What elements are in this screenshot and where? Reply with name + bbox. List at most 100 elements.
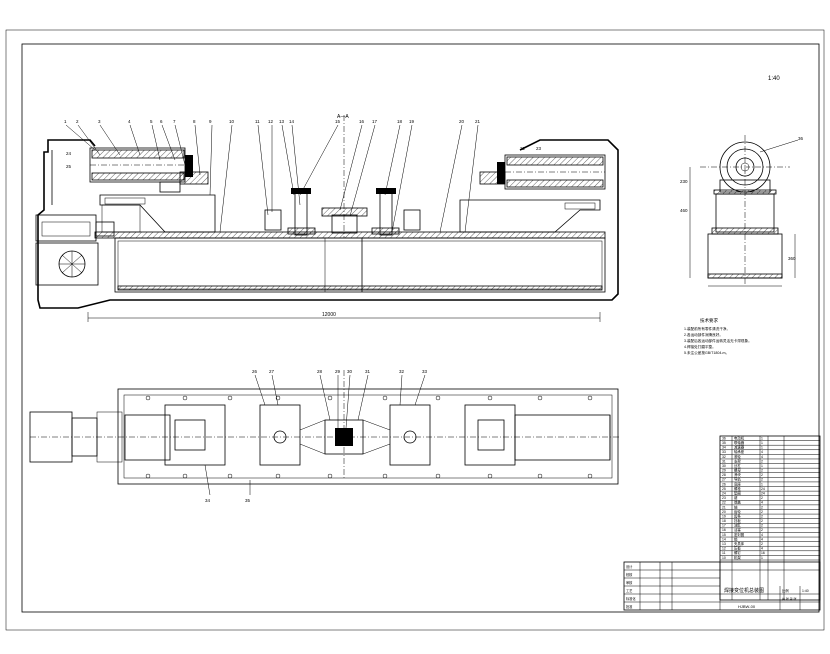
parts-cell: 轴承座 (734, 449, 745, 454)
parts-cell: 19 (722, 514, 726, 518)
svg-text:批准: 批准 (626, 604, 633, 609)
svg-text:34: 34 (205, 498, 211, 503)
svg-text:29: 29 (335, 369, 341, 374)
parts-cell: 28 (722, 473, 726, 477)
parts-cell: 2 (761, 469, 763, 473)
title-block: 焊接变位机总装图 HJBW-00 比例 1:40 共 张 第 张 设计 校核 审… (623, 561, 821, 611)
parts-cell: 活塞 (734, 527, 741, 532)
parts-cell: 机架 (734, 555, 741, 560)
parts-cell: 密封圈 (734, 532, 745, 537)
parts-cell: 轴 (734, 504, 738, 509)
svg-text:28: 28 (317, 369, 323, 374)
centre-positioner (264, 115, 421, 238)
parts-cell: 30 (722, 464, 726, 468)
parts-cell: 1 (761, 482, 763, 486)
svg-text:15: 15 (335, 119, 341, 124)
parts-cell: 17 (722, 524, 726, 528)
base-frame (114, 237, 606, 293)
parts-cell: 丝杠 (734, 463, 741, 468)
svg-text:35: 35 (245, 498, 251, 503)
left-bracket (99, 194, 216, 233)
svg-text:22: 22 (520, 146, 526, 151)
svg-text:9: 9 (209, 119, 212, 124)
svg-text:21: 21 (475, 119, 481, 124)
parts-cell: 滑块 (734, 472, 741, 477)
svg-text:4: 4 (128, 119, 131, 124)
parts-cell: 2 (761, 514, 763, 518)
left-motor (35, 242, 99, 286)
parts-cell: 2 (761, 519, 763, 523)
svg-text:32: 32 (399, 369, 405, 374)
parts-cell: 36 (722, 436, 726, 440)
parts-cell: 11 (722, 551, 726, 555)
parts-cell: 2 (761, 505, 763, 509)
side-dimension-2: 460 (680, 208, 688, 213)
svg-text:14: 14 (289, 119, 295, 124)
base-top-plate (94, 231, 606, 239)
parts-cell: 24 (761, 492, 765, 496)
svg-text:10: 10 (229, 119, 235, 124)
parts-cell: 支架 (734, 458, 741, 463)
side-dimension-1: 230 (680, 179, 688, 184)
parts-cell: 齿轮 (734, 509, 741, 514)
top-callouts: 26 27 28 29 30 31 32 33 34 35 (205, 369, 428, 503)
svg-text:19: 19 (409, 119, 415, 124)
parts-cell: 键 (734, 495, 738, 500)
parts-cell: 垫圈 (734, 491, 741, 496)
svg-text:2.各运动部件润滑良好。: 2.各运动部件润滑良好。 (684, 332, 723, 337)
svg-text:17: 17 (372, 119, 378, 124)
parts-cell: 减速器 (734, 445, 745, 450)
svg-text:26: 26 (252, 369, 258, 374)
svg-text:审核: 审核 (626, 580, 633, 585)
parts-cell: 2 (761, 528, 763, 532)
front-view: A—A 12000 (35, 114, 619, 322)
parts-cell: 4 (761, 547, 763, 551)
svg-text:6: 6 (160, 119, 163, 124)
bolt-holes (145, 395, 593, 479)
svg-text:3: 3 (98, 119, 101, 124)
parts-cell: 29 (722, 469, 726, 473)
parts-cell: 33 (722, 450, 726, 454)
scale-value: 1:40 (802, 589, 809, 593)
parts-cell: 夹具体 (734, 541, 745, 546)
svg-text:5: 5 (150, 119, 153, 124)
parts-cell: 4 (761, 501, 763, 505)
parts-cell: 螺钉 (734, 550, 741, 555)
svg-text:1.装配前所有零件清洗干净。: 1.装配前所有零件清洗干净。 (684, 326, 730, 331)
svg-text:设计: 设计 (626, 564, 633, 569)
parts-cell: 滚轮 (734, 454, 741, 459)
svg-text:33: 33 (422, 369, 428, 374)
parts-cell: 18 (722, 519, 726, 523)
parts-cell: 16 (722, 528, 726, 532)
sheet-label: 共 张 第 张 (782, 596, 797, 601)
outer-border (5, 29, 825, 631)
drawing-number: HJBW-00 (738, 604, 756, 609)
parts-cell: 压板 (734, 546, 741, 551)
front-callouts: 1 2 3 4 5 6 7 8 9 10 11 12 13 14 15 16 1… (64, 119, 542, 169)
parts-cell: 4 (761, 455, 763, 459)
side-dimension-3: 360 (788, 256, 796, 261)
svg-text:5.未注公差按GB/T1804-m。: 5.未注公差按GB/T1804-m。 (684, 350, 729, 355)
svg-text:20: 20 (459, 119, 465, 124)
svg-text:36: 36 (798, 136, 804, 141)
parts-cell: 4 (761, 450, 763, 454)
parts-cell: 2 (761, 478, 763, 482)
scale-label: 比例 (782, 588, 789, 593)
inner-frame (21, 43, 820, 613)
parts-cell: 1 (761, 441, 763, 445)
parts-cell: 2 (761, 542, 763, 546)
parts-cell: 24 (722, 492, 726, 496)
parts-cell: 联轴器 (734, 440, 745, 445)
notes-title: 技术要求 (700, 317, 718, 324)
svg-text:工艺: 工艺 (626, 588, 632, 593)
parts-cell: 2 (761, 496, 763, 500)
svg-text:27: 27 (269, 369, 275, 374)
svg-text:3.装配后各运动部件运转灵活无卡滞现象。: 3.装配后各运动部件运转灵活无卡滞现象。 (684, 338, 752, 343)
svg-text:7: 7 (173, 119, 176, 124)
parts-cell: 16 (761, 551, 765, 555)
overall-dimension: 12000 (322, 312, 336, 318)
parts-cell: 25 (722, 487, 726, 491)
svg-text:4.焊接处打磨平整。: 4.焊接处打磨平整。 (684, 344, 716, 349)
parts-cell: 32 (722, 455, 726, 459)
